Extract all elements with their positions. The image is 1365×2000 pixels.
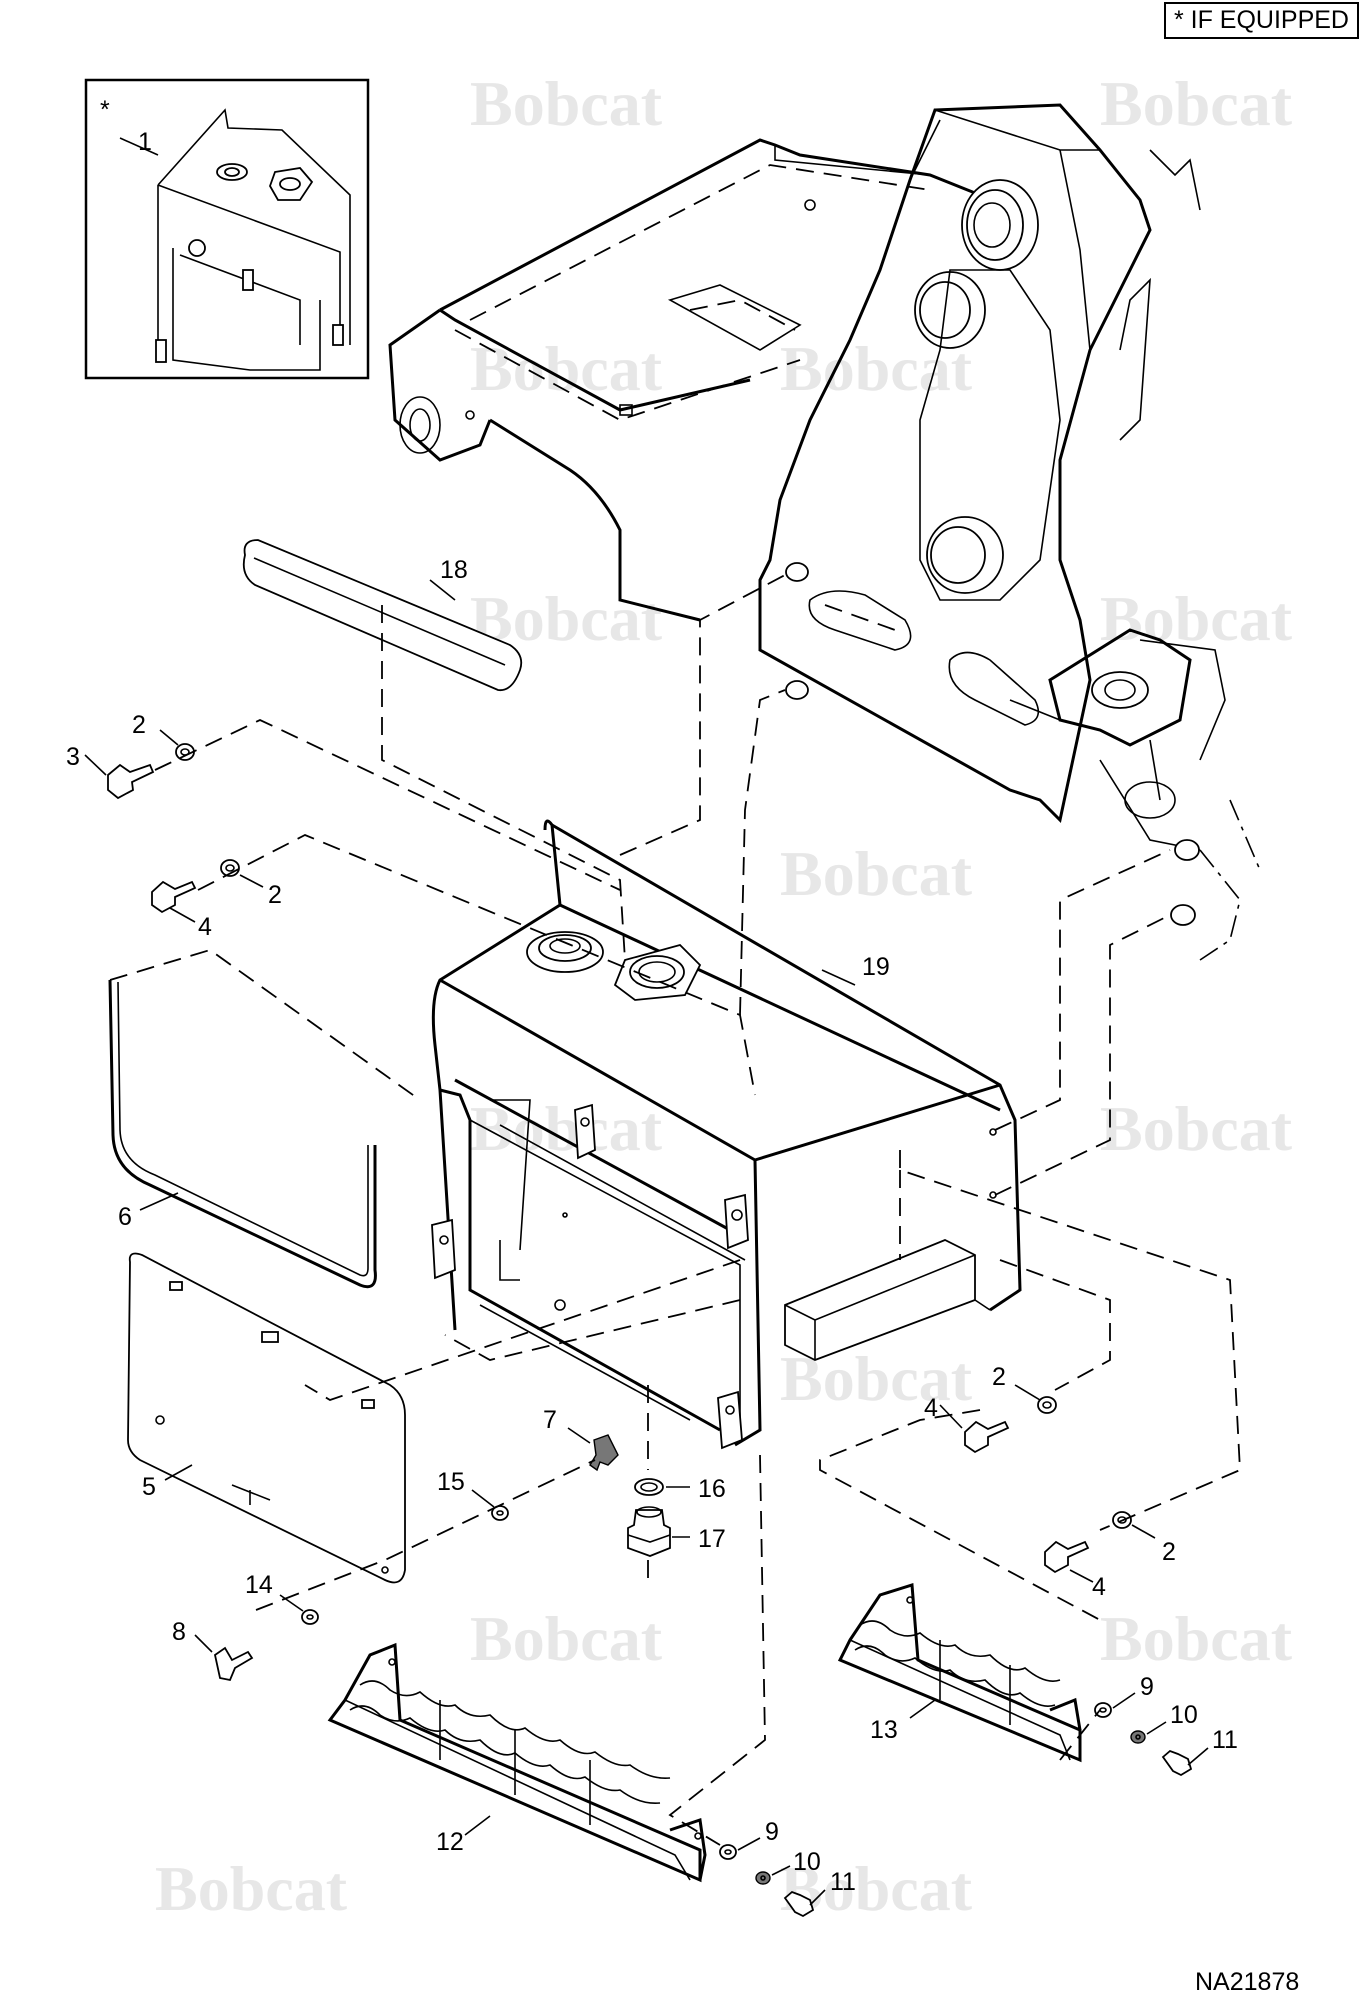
callout-17: 17 [698,1525,726,1553]
callout-11: 11 [830,1868,856,1896]
part-13-step: 13 [837,1583,1082,1763]
watermark: Bobcat [1100,68,1293,139]
callout-2: 2 [992,1363,1006,1391]
mount-bushing [1170,904,1196,926]
sender-flange [613,943,702,1001]
callout-4: 4 [198,913,212,941]
watermark: Bobcat [1100,1603,1293,1674]
inset-box: * 1 [84,78,370,380]
watermark: Bobcat [1100,583,1293,654]
callout-12: 12 [436,1828,464,1856]
part-19-fuel-tank: 19 [431,819,1022,1450]
watermark: Bobcat [780,1853,973,1924]
mount-bushing [785,680,809,700]
callout-10: 10 [1170,1701,1198,1729]
part-14-washer: 14 [245,1571,319,1625]
part-11-bolt: 11 [783,1868,856,1918]
drawing-number: NA21878 [1195,1968,1299,1996]
watermark: Bobcat [1100,1093,1293,1164]
callout-1: 1 [138,128,152,156]
callout-11: 11 [1212,1726,1238,1754]
if-equipped-text: IF EQUIPPED [1190,6,1349,34]
callout-5: 5 [142,1473,156,1501]
part-4-bolt: 4 [151,880,212,941]
part-2-washer: 2 [992,1363,1057,1414]
callout-6: 6 [118,1203,132,1231]
machine-frame [388,103,1261,961]
callout-4: 4 [1092,1573,1106,1601]
part-2-washer: 2 [220,859,282,909]
tower-bushing [926,516,1004,594]
part-6-seal: 6 [108,979,377,1289]
part-3-bolt: 3 [66,743,155,800]
watermark: Bobcat [780,838,973,909]
callout-3: 3 [66,743,80,771]
watermark: Bobcat [155,1853,348,1924]
callout-2: 2 [268,881,282,909]
callout-9: 9 [1140,1673,1154,1701]
mount-tab [431,1218,456,1280]
part-5-cover: 5 [127,1252,406,1584]
if-equipped-legend: * IF EQUIPPED [1163,2,1359,39]
part-4-bolt: 4 [924,1394,1010,1454]
part-12-step: 12 [327,1642,707,1883]
callout-9: 9 [765,1818,779,1846]
mount-tab [574,1103,596,1160]
assembly-lines [109,574,1241,1846]
part-2-washer: 2 [132,711,195,761]
watermark: Bobcat [470,1603,663,1674]
callout-8: 8 [172,1618,186,1646]
tower-bushing [961,179,1039,271]
callout-15: 15 [437,1468,465,1496]
part-15-washer: 15 [437,1468,509,1521]
mount-tab [724,1193,749,1250]
callout-2: 2 [1162,1538,1176,1566]
callout-7: 7 [543,1406,557,1434]
mount-bushing [1174,839,1200,861]
tower-bushing [914,271,986,349]
callout-4: 4 [924,1394,938,1422]
part-7-latch: 7 [543,1406,619,1472]
mount-bushing [785,562,809,582]
watermark: Bobcat [470,68,663,139]
part-10-lock-washer: 10 [1130,1701,1198,1744]
part-10-lock-washer: 10 [755,1848,821,1885]
filler-flange [526,931,604,973]
inset-asterisk: * [100,96,110,124]
part-11-bolt: 11 [1161,1726,1238,1777]
part-17-plug: 17 [627,1506,726,1557]
part-9-washer: 9 [719,1818,779,1860]
callout-16: 16 [698,1475,726,1503]
part-4-bolt: 4 [1044,1540,1106,1601]
callout-14: 14 [245,1571,273,1599]
callout-18: 18 [440,556,468,584]
callout-2: 2 [132,711,146,739]
callout-13: 13 [870,1716,898,1744]
part-16-o-ring: 16 [634,1475,726,1503]
part-9-washer: 9 [1094,1673,1154,1718]
callout-19: 19 [862,953,890,981]
mount-tab [717,1390,743,1450]
asterisk-symbol: * [1173,6,1184,34]
part-8-latch-pin: 8 [172,1618,254,1682]
callout-10: 10 [793,1848,821,1876]
